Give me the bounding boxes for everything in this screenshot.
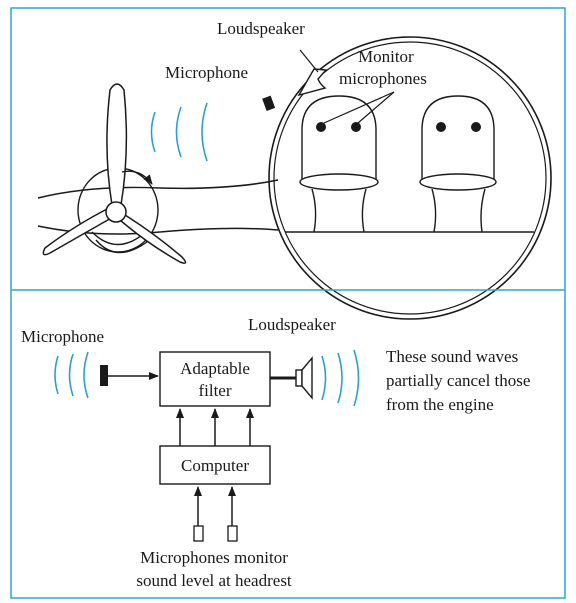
computer-to-filter-arrows xyxy=(176,408,254,446)
rotation-arrow xyxy=(121,170,153,185)
computer-label: Computer xyxy=(181,456,249,475)
computer-box xyxy=(159,445,271,485)
cabin-loudspeaker-icon xyxy=(297,68,328,97)
propeller-blade-top xyxy=(106,83,128,206)
monitor-label-line2: microphones xyxy=(339,69,427,88)
input-microphone-icon xyxy=(100,365,108,386)
cancel-note-line2: partially cancel those xyxy=(386,371,530,390)
cabin-cross-section xyxy=(268,36,552,320)
propeller xyxy=(42,83,187,264)
cancel-note-line3: from the engine xyxy=(386,395,494,414)
loudspeaker-label: Loudspeaker xyxy=(217,19,305,38)
headrest-microphone-icon xyxy=(193,525,204,542)
bottom-figure: Adaptable filter Computer xyxy=(21,315,530,590)
incoming-sound-waves xyxy=(54,351,89,399)
filter-label-line2: filter xyxy=(198,381,231,400)
loudspeaker-leader xyxy=(299,49,319,73)
output-loudspeaker-label: Loudspeaker xyxy=(248,315,336,334)
seat-right xyxy=(419,95,497,233)
monitor-label: Monitor xyxy=(358,47,414,66)
propeller-sound-waves xyxy=(150,102,208,162)
headrest-microphone-icon xyxy=(227,525,238,542)
propeller-blade-left xyxy=(42,206,114,256)
headrest-caption-line1: Microphones monitor xyxy=(140,548,288,567)
headrest-caption-line2: sound level at headrest xyxy=(136,571,292,590)
monitor-microphone-leaders xyxy=(323,91,395,124)
filter-label-line1: Adaptable xyxy=(180,359,250,378)
propeller-blade-right xyxy=(118,214,187,264)
top-figure: Loudspeaker Microphone Monitor microphon… xyxy=(37,19,552,320)
cancel-note-line1: These sound waves xyxy=(386,347,518,366)
cabin-microphone-icon xyxy=(262,95,276,111)
propeller-hub xyxy=(105,201,127,223)
seat-left xyxy=(299,95,379,233)
adaptable-filter-box xyxy=(159,351,271,407)
input-microphone-label: Microphone xyxy=(21,327,104,346)
outgoing-sound-waves xyxy=(321,349,360,407)
figure-frame xyxy=(10,7,566,599)
output-loudspeaker-icon xyxy=(295,356,313,400)
microphone-label: Microphone xyxy=(165,63,248,82)
monitor-microphone-dots xyxy=(316,122,481,132)
headrest-microphones xyxy=(193,486,238,542)
